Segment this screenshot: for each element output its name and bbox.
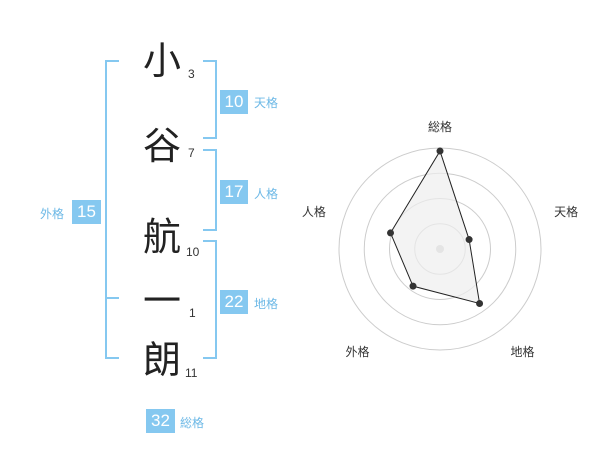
radar-point-2	[465, 236, 473, 244]
tenkaku-bracket	[203, 60, 217, 139]
name-char-2: 谷	[142, 124, 181, 168]
radar-point-4	[409, 282, 417, 290]
radar-axis-label: 地格	[511, 344, 535, 359]
radar-point-1	[436, 147, 444, 155]
chikaku-bracket	[203, 240, 217, 359]
radar-axis-label: 人格	[302, 204, 326, 219]
radar-axis-label: 外格	[345, 344, 369, 359]
stroke-count-1: 3	[188, 67, 195, 81]
jinkaku-value-badge: 17	[220, 180, 248, 204]
gaikaku-label: 外格	[40, 207, 65, 221]
stroke-count-2: 7	[188, 146, 195, 160]
radar-point-3	[476, 299, 484, 307]
name-char-4: 一	[142, 279, 181, 323]
stroke-count-4: 1	[189, 306, 196, 320]
name-char-3: 航	[142, 215, 181, 259]
gaikaku-bracket	[105, 60, 119, 359]
chikaku-value-badge: 22	[220, 290, 248, 314]
name-char-5: 朗	[142, 338, 181, 382]
jinkaku-bracket	[203, 149, 217, 231]
gaikaku-divider	[105, 297, 119, 299]
stroke-count-3: 10	[186, 245, 200, 259]
stroke-count-5: 11	[185, 366, 198, 380]
chikaku-label: 地格	[254, 297, 279, 311]
radar-point-5	[387, 229, 395, 237]
gaikaku-value-badge: 15	[72, 200, 101, 224]
name-char-1: 小	[142, 39, 181, 83]
radar-axis-label: 総格	[428, 119, 452, 134]
radar-series-polygon	[389, 149, 481, 305]
jinkaku-label: 人格	[254, 187, 279, 201]
radar-axis-label: 天格	[554, 204, 578, 219]
soukaku-value-badge: 32	[146, 409, 175, 433]
tenkaku-label: 天格	[254, 96, 279, 110]
soukaku-label: 総格	[180, 416, 205, 430]
tenkaku-value-badge: 10	[220, 90, 248, 114]
